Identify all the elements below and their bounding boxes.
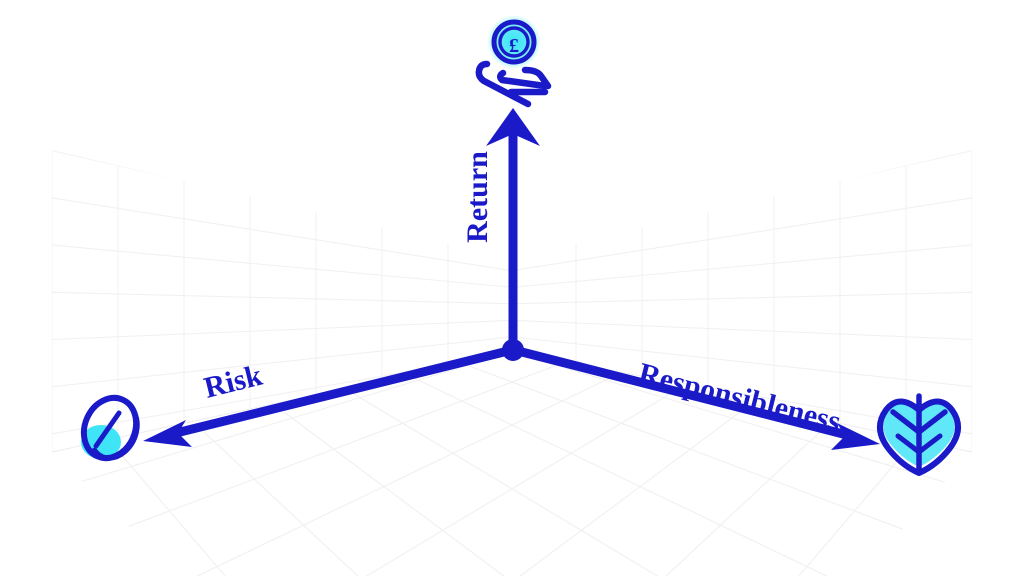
risk-gauge-icon[interactable] [75, 390, 146, 467]
hand-holding-pound-coin-icon[interactable]: £ [475, 15, 552, 108]
grid-floor [52, 352, 972, 576]
leaf-vein-lower-right [916, 433, 943, 455]
axis-label-return: Return [461, 151, 494, 243]
origin-point [502, 339, 524, 361]
pound-symbol: £ [509, 35, 519, 57]
gauge-needle [93, 410, 122, 449]
grid-left-wall [52, 150, 512, 452]
axis-risk-line [170, 346, 510, 439]
coin-outer-ring [491, 19, 537, 65]
axis-return-arrowhead [486, 108, 540, 146]
gauge-inner-arc [91, 411, 140, 461]
leaf-peace-icon[interactable] [877, 393, 961, 476]
axis-responsibleness-arrowhead [831, 423, 880, 450]
axis-responsibleness-line [516, 346, 853, 441]
axis-risk-arrowhead [143, 420, 192, 447]
axis-return[interactable]: Return [461, 108, 540, 350]
leaf-vein-right [916, 409, 948, 435]
axis-responsibleness[interactable]: Responsibleness [516, 346, 880, 450]
coin-inner-ring [498, 26, 530, 58]
leaf-vein-left [890, 409, 922, 435]
hand-shape [475, 60, 552, 108]
leaf-vein-lower-left [895, 433, 922, 455]
axis-risk[interactable]: Risk [143, 346, 510, 447]
